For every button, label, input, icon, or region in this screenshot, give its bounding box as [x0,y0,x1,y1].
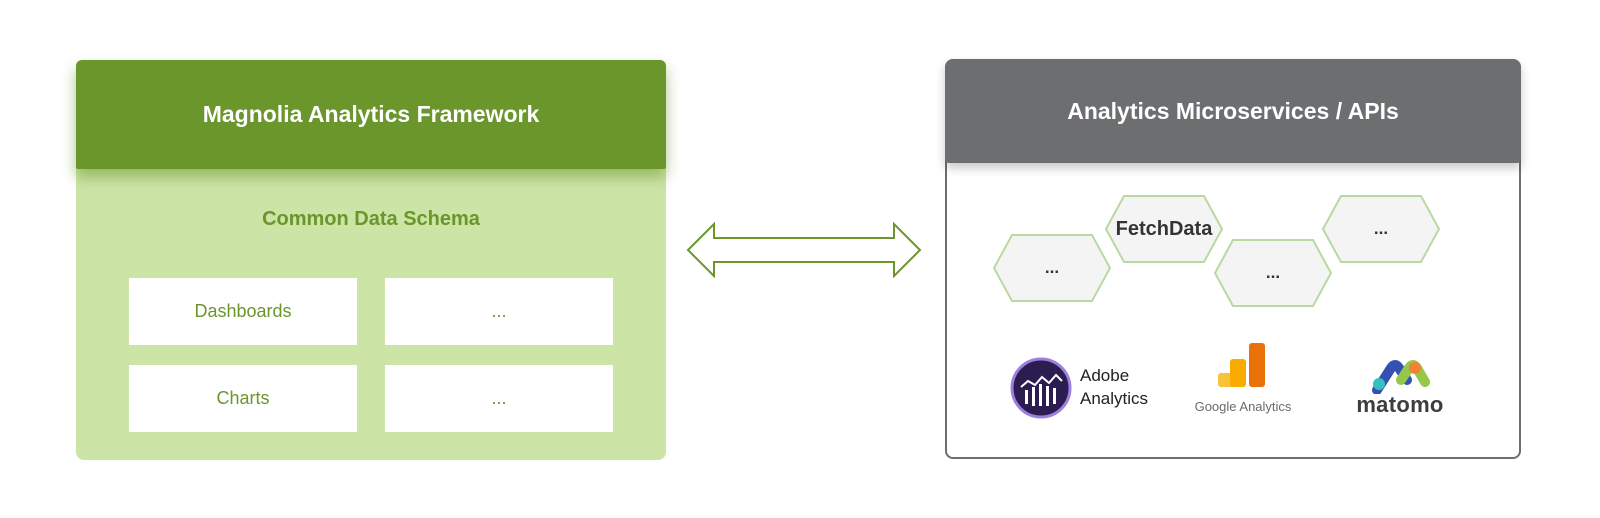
fetchdata-hex: FetchData [1104,194,1224,264]
adobe-name-line1: Adobe [1080,366,1130,385]
hexagon-shape [1321,195,1441,263]
fetchdata-label: FetchData [1115,217,1213,240]
google-analytics-icon [1218,343,1265,387]
placeholder-cell-1: ... [385,278,613,345]
dashboards-cell: Dashboards [129,278,357,345]
service-hex-label: ... [1044,258,1060,277]
adobe-name-line2: Analytics [1080,389,1149,408]
matomo-name: matomo [1356,392,1444,417]
service-hex-1: ... [992,233,1112,303]
placeholder-cell-2: ... [385,365,613,432]
adobe-analytics-name: Adobe Analytics [1080,364,1170,410]
microservices-title: Analytics Microservices / APIs [945,59,1521,163]
service-hex-label: ... [1265,263,1281,282]
adobe-analytics-logo: Adobe Analytics [1010,357,1160,421]
framework-title: Magnolia Analytics Framework [76,60,666,169]
service-hex-label: ... [1373,219,1389,238]
service-hex-4: ... [1321,194,1441,264]
hexagon-shape [1213,239,1333,307]
service-hex-3: ... [1213,238,1333,308]
matomo-logo: matomo [1345,360,1455,420]
magnolia-framework-panel: Magnolia Analytics Framework Common Data… [76,60,666,460]
google-analytics-name: Google Analytics [1194,399,1292,414]
hexagon-shape [1104,195,1224,263]
double-arrow-icon [686,222,922,278]
google-analytics-logo: Google Analytics [1188,340,1298,420]
adobe-analytics-icon [1010,357,1072,419]
hexagon-shape [992,234,1112,302]
common-data-schema-label: Common Data Schema [262,208,480,230]
matomo-icon [1372,360,1430,395]
charts-cell: Charts [129,365,357,432]
